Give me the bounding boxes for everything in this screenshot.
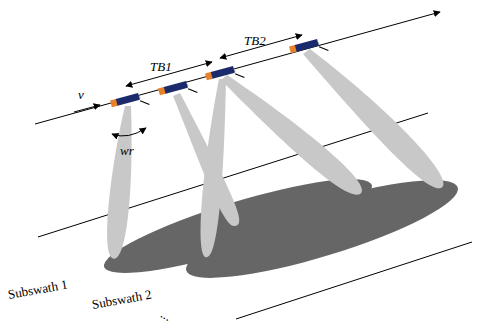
velocity-symbol: v (78, 88, 84, 101)
satellite (289, 37, 328, 60)
interval-arrow (220, 35, 302, 58)
antenna-beams (107, 49, 443, 259)
velocity-arrow (74, 105, 100, 112)
interval-symbol: TB1 (150, 60, 172, 73)
rotation-symbol: wr (120, 144, 134, 157)
interval-symbol: TB2 (244, 34, 266, 47)
rotation-arrow (112, 128, 146, 136)
continuation-dots: ... (159, 307, 174, 323)
subswath-label: Subswath 1 (7, 278, 69, 301)
flight-track (35, 12, 440, 124)
satellite (158, 79, 197, 102)
satellite (110, 91, 149, 114)
subswath-label: Subswath 2 (91, 288, 153, 311)
satellite (205, 64, 244, 87)
